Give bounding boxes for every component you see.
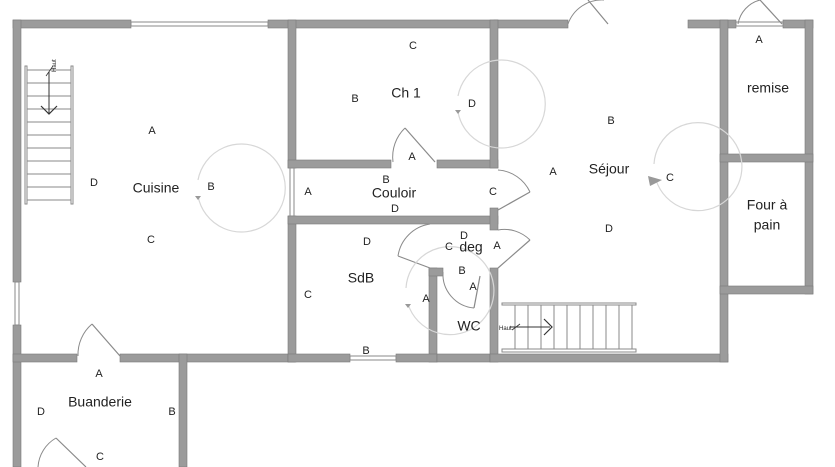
wall-annex-mid: [719, 153, 814, 163]
marker-deg-d: D: [460, 230, 468, 242]
wall-left-upper: [12, 19, 22, 283]
room-label-four-line2: pain: [754, 217, 780, 233]
orientation-arc-ch1: [457, 59, 546, 149]
marker-cuisine-a: A: [148, 125, 156, 137]
window-remise-top: [735, 21, 784, 27]
walls: [12, 19, 814, 467]
marker-sejour-b: B: [607, 115, 614, 127]
wall-bottom-cuisine-right: [119, 353, 296, 363]
wall-ch1-bottom-right: [436, 159, 499, 169]
door-buanderie-bottom: [37, 437, 87, 467]
marker-ch1-a: A: [408, 151, 416, 163]
room-label-couloir: Couloir: [372, 185, 417, 201]
wall-bottom-sejour: [489, 353, 729, 363]
marker-sdb-c: C: [304, 289, 312, 301]
marker-deg-a: A: [493, 240, 501, 252]
door-sejour-top: [567, 0, 609, 25]
orientation-arc-cuisine: [197, 143, 286, 233]
room-label-four-line1: Four à: [747, 197, 788, 213]
stairs-cuisine: Haut: [24, 59, 74, 205]
door-couloir-sejour: [497, 169, 531, 211]
stairs-cuisine-up-label: Haut: [52, 59, 58, 72]
door-remise-top: [737, 0, 783, 25]
wall-ch1-bottom-left: [287, 159, 392, 169]
room-label-wc: WC: [457, 318, 480, 334]
marker-deg-b: B: [458, 265, 465, 277]
wall-ch1-left: [287, 19, 297, 169]
wall-sdb-left: [287, 215, 297, 363]
wall-sejour-right: [719, 19, 729, 363]
stairs-sejour-up-label: Haut: [499, 326, 512, 332]
marker-buanderie-d: D: [37, 406, 45, 418]
wall-sejour-left-mid: [489, 207, 499, 231]
wall-sejour-left-low: [489, 267, 499, 363]
wall-markers: A B C D C B D A A B C D B A C D A D C A …: [37, 34, 763, 463]
wall-ch1-right: [489, 19, 499, 169]
orientation-arc-sdb: [405, 246, 495, 336]
wall-bottom-sdb-right: [395, 353, 438, 363]
wall-buanderie-right: [178, 353, 188, 467]
wall-top-cuisine-left: [12, 19, 132, 29]
room-label-remise: remise: [747, 80, 789, 96]
room-label-cuisine: Cuisine: [133, 180, 180, 196]
wall-bottom-wc: [436, 353, 491, 363]
window-couloir-left: [289, 167, 295, 217]
wall-bottom-sdb-left: [287, 353, 351, 363]
door-deg-sejour: [497, 228, 531, 269]
window-cuisine-top: [130, 21, 269, 27]
room-label-sdb: SdB: [348, 270, 374, 286]
orientation-arc-sejour: [653, 122, 743, 212]
orientation-arcs: [195, 59, 743, 336]
window-cuisine-left: [14, 281, 20, 326]
room-label-ch1: Ch 1: [391, 85, 421, 101]
marker-wc-a: A: [469, 281, 477, 293]
wall-annex-bottom: [719, 285, 814, 295]
room-label-sejour: Séjour: [589, 161, 630, 177]
marker-couloir-a: A: [304, 186, 312, 198]
marker-sejour-d: D: [605, 223, 613, 235]
wall-top-sejour-mid: [687, 19, 737, 29]
door-cuisine-buanderie: [77, 323, 121, 357]
marker-sdb-b: B: [362, 345, 369, 357]
door-couloir-deg: [397, 223, 431, 269]
marker-ch1-c: C: [409, 40, 417, 52]
marker-sejour-c: C: [666, 172, 674, 184]
marker-sejour-a: A: [549, 166, 557, 178]
marker-sdb-a: A: [422, 293, 430, 305]
wall-left-lower: [12, 324, 22, 467]
marker-couloir-c: C: [489, 186, 497, 198]
marker-sdb-d: D: [363, 236, 371, 248]
doors: [37, 0, 783, 467]
room-labels: Cuisine Ch 1 Couloir Séjour remise Four …: [68, 80, 789, 410]
marker-ch1-b: B: [351, 93, 358, 105]
marker-cuisine-c: C: [147, 234, 155, 246]
wall-sdb-wc-divider: [428, 267, 438, 363]
stairs-sejour: Haut: [499, 302, 637, 353]
door-ch1: [392, 127, 436, 163]
marker-couloir-d: D: [391, 203, 399, 215]
door-wc: [442, 271, 481, 309]
marker-cuisine-d: D: [90, 177, 98, 189]
marker-cuisine-b: B: [207, 181, 214, 193]
wall-top-sejour-left: [493, 19, 569, 29]
wall-bottom-cuisine-left: [12, 353, 78, 363]
marker-ch1-d: D: [468, 98, 476, 110]
marker-deg-c: C: [445, 241, 453, 253]
room-label-deg: deg: [459, 239, 482, 255]
marker-buanderie-b: B: [168, 406, 175, 418]
room-label-buanderie: Buanderie: [68, 394, 132, 410]
marker-buanderie-a: A: [95, 368, 103, 380]
window-sdb-bottom: [349, 355, 397, 361]
marker-remise-a: A: [755, 34, 763, 46]
wall-wc-top: [428, 267, 444, 277]
marker-buanderie-c: C: [96, 451, 104, 463]
windows: [14, 21, 784, 361]
wall-top-cuisine-right: [267, 19, 499, 29]
marker-couloir-b: B: [382, 174, 389, 186]
wall-couloir-bottom: [287, 215, 499, 225]
